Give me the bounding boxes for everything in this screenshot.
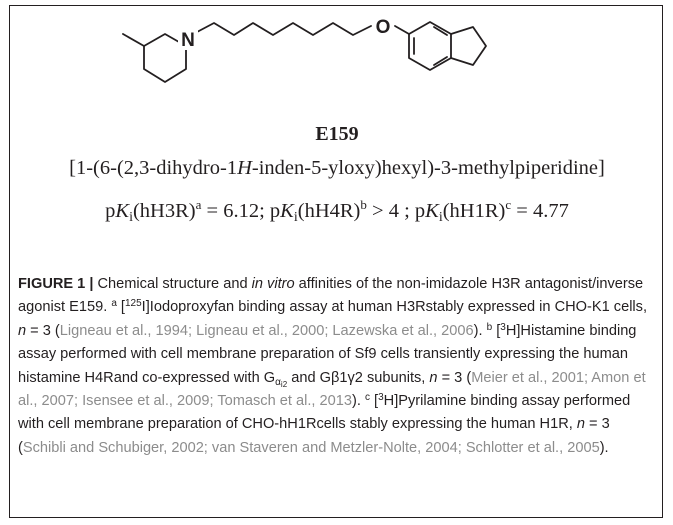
methyl-bond bbox=[122, 33, 145, 47]
affinity-h1r: pKi(hH1R)c = 4.77 bbox=[414, 197, 569, 225]
ether-bond bbox=[394, 25, 410, 35]
figure-caption: FIGURE 1 | Chemical structure and in vit… bbox=[18, 276, 648, 456]
affinity-values: pKi(hH3R)a = 6.12; pKi(hH4R)b > 4 ; pKi(… bbox=[10, 192, 664, 231]
benzene-ring bbox=[408, 21, 452, 71]
cyclopentane-ring bbox=[450, 26, 487, 66]
chemical-name-part2: -inden-5-yloxy)hexyl)-3-methylpiperidine… bbox=[251, 157, 605, 179]
compound-label: E159 bbox=[315, 123, 359, 145]
benzene-double-bond-3 bbox=[433, 56, 448, 66]
benzene-double-bond-2 bbox=[433, 26, 448, 36]
citation-link[interactable]: Meier et al., 2001; Amon et al., 2007; I… bbox=[18, 369, 646, 410]
nitrogen-atom-label: N bbox=[181, 30, 195, 51]
citation-link[interactable]: Schibli and Schubiger, 2002; van Stavere… bbox=[22, 439, 600, 456]
oxygen-atom-label: O bbox=[376, 17, 391, 38]
chemical-name: [1-(6-(2,3-dihydro-1H-inden-5-yloxy)hexy… bbox=[10, 155, 664, 181]
chemical-structure-diagram: N O bbox=[122, 15, 487, 83]
figure-label: FIGURE 1 | bbox=[18, 276, 94, 292]
chemical-name-h: H bbox=[237, 157, 252, 179]
hexyl-chain bbox=[196, 22, 372, 36]
affinity-h3r: pKi(hH3R)a = 6.12; bbox=[105, 197, 270, 225]
figure-frame: N O E159 [1-(6-(2,3-dihydro-1H-inden-5-y… bbox=[9, 5, 663, 518]
affinity-h4r: pKi(hH4R)b > 4 ; bbox=[269, 197, 415, 225]
chemical-name-part1: [1-(6-(2,3-dihydro-1 bbox=[69, 157, 238, 179]
citation-link[interactable]: Ligneau et al., 1994; Ligneau et al., 20… bbox=[59, 322, 474, 339]
